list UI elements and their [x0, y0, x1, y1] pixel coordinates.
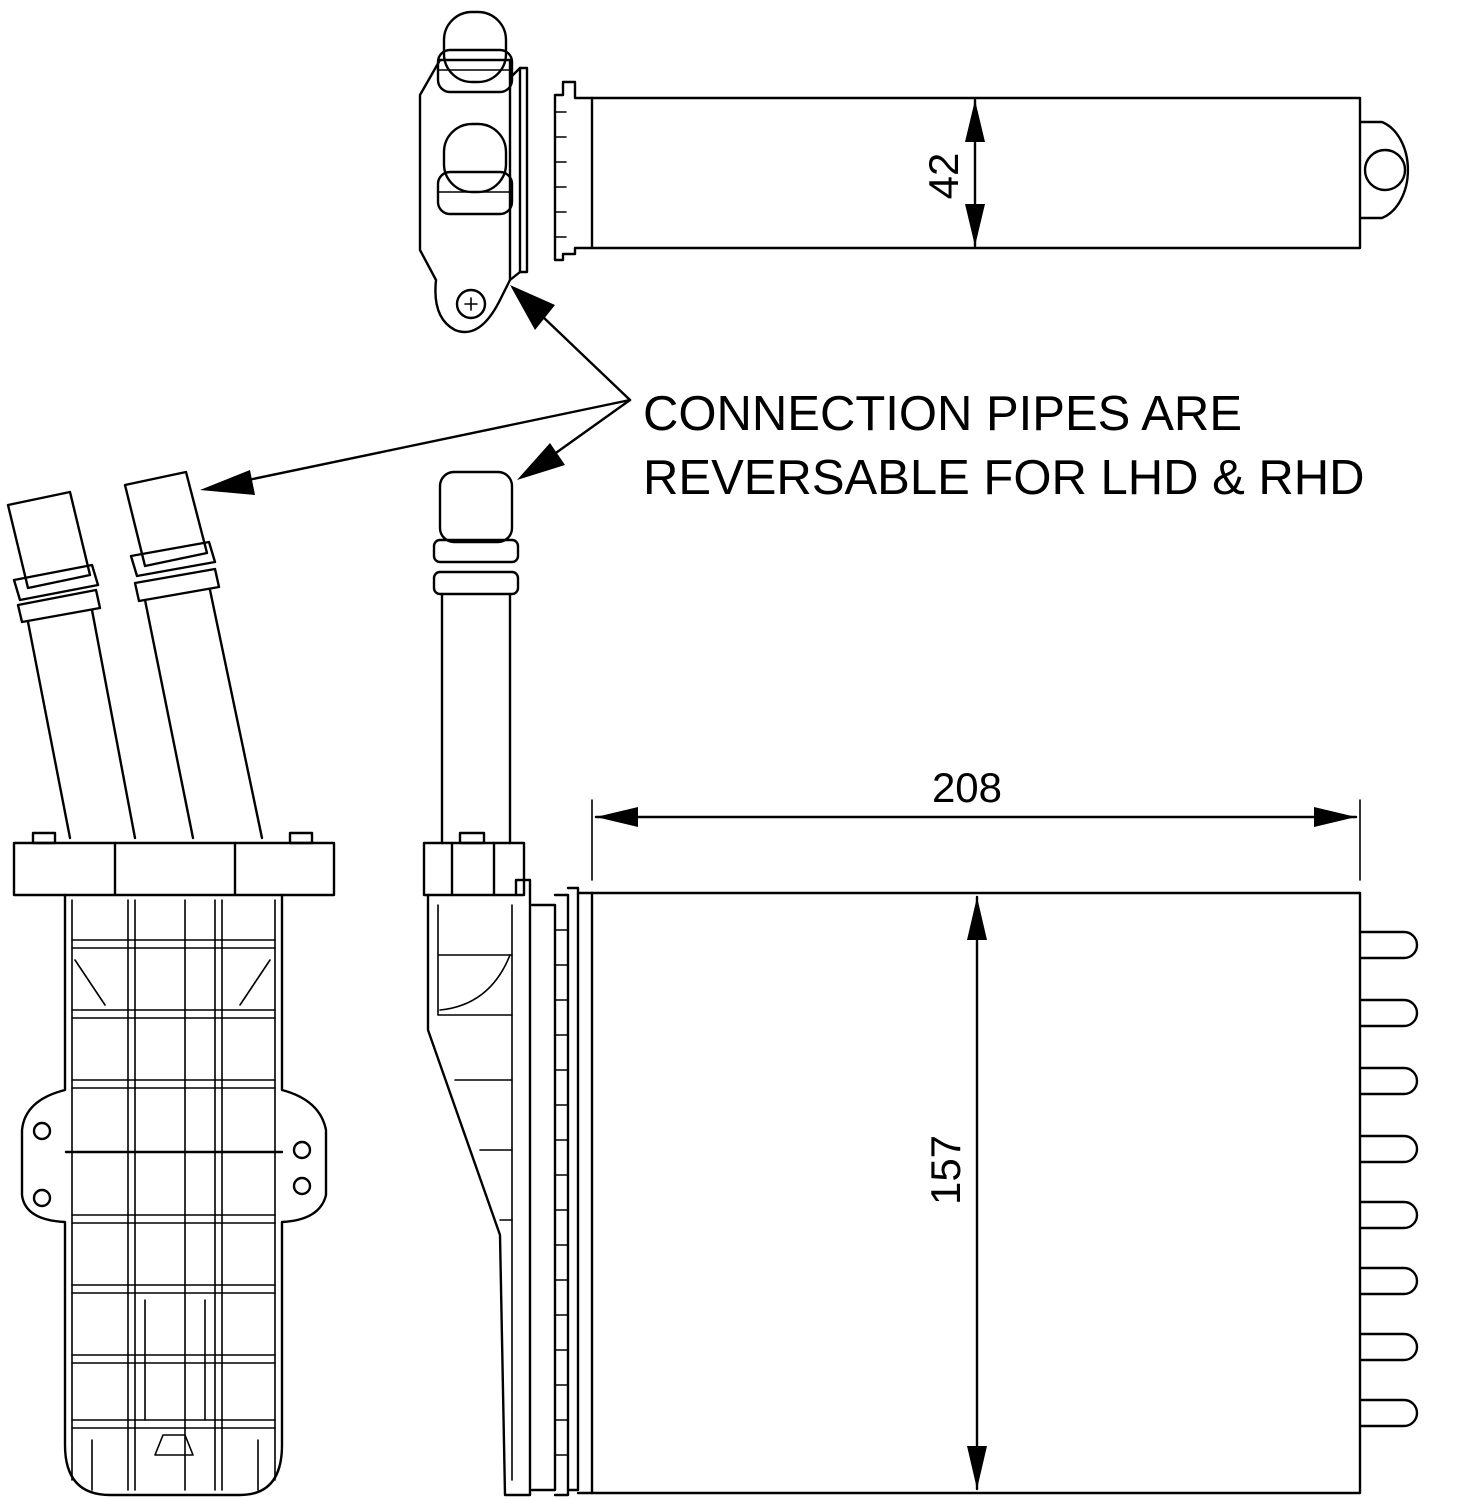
annotation-line-2: REVERSABLE FOR LHD & RHD [643, 451, 1365, 505]
dimension-208-label: 208 [932, 764, 1002, 811]
left-side-view [6, 470, 336, 1497]
top-view: 42 [418, 10, 1410, 334]
dimension-157-label: 157 [922, 1135, 969, 1205]
middle-side-view [422, 470, 580, 1497]
front-view: 208 157 [576, 764, 1419, 1495]
dimension-42-label: 42 [920, 153, 967, 200]
callout-arrows [200, 285, 632, 495]
annotation-line-1: CONNECTION PIPES ARE [643, 387, 1242, 441]
